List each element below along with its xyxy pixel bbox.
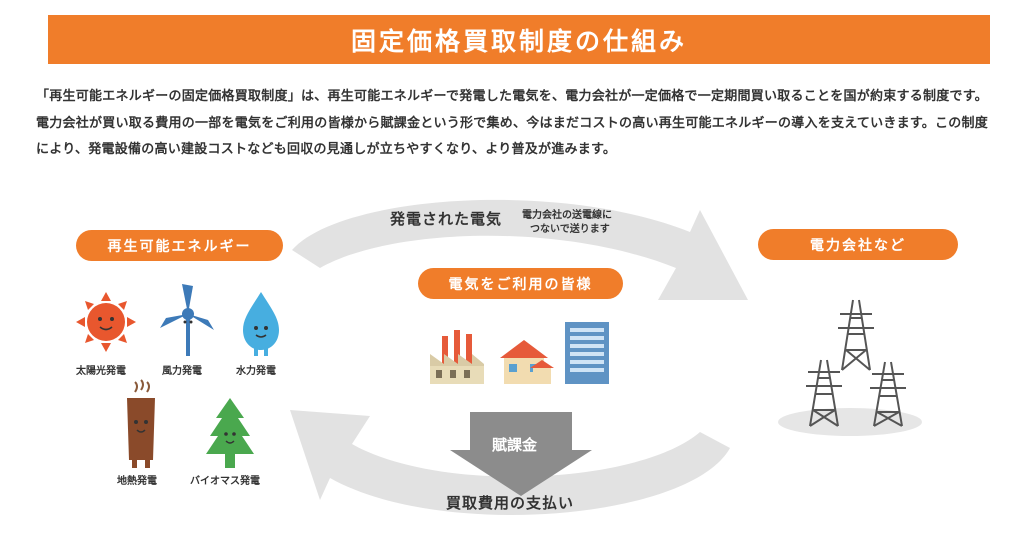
renewable-energy-label: 再生可能エネルギー xyxy=(76,230,283,261)
power-tower-icon xyxy=(778,299,922,436)
bottom-flow-arrow xyxy=(290,410,730,515)
top-flow-arrow xyxy=(292,199,748,300)
tree-icon xyxy=(206,398,254,468)
wind-label: 風力発電 xyxy=(162,366,202,377)
solar-label: 太陽光発電 xyxy=(76,366,126,377)
geothermal-label: 地熱発電 xyxy=(117,476,157,487)
page-title: 固定価格買取制度の仕組み xyxy=(48,15,990,64)
house-icon xyxy=(500,340,554,384)
purchase-payment-label: 買取費用の支払い xyxy=(446,494,575,512)
intro-text: 「再生可能エネルギーの固定価格買取制度」は、再生可能エネルギーで発電した電気を、… xyxy=(36,89,989,157)
transmission-note-line1: 電力会社の送電線に xyxy=(522,210,612,221)
building-icon xyxy=(565,322,609,384)
biomass-label: バイオマス発電 xyxy=(190,476,260,487)
power-company-label: 電力会社など xyxy=(758,229,958,260)
levy-label: 賦課金 xyxy=(492,436,538,454)
geothermal-icon xyxy=(127,379,155,468)
wind-icon xyxy=(160,284,214,356)
transmission-note-line2: つないで送ります xyxy=(530,224,610,235)
factory-icon xyxy=(430,330,484,384)
solar-icon xyxy=(76,292,136,352)
consumers-label: 電気をご利用の皆様 xyxy=(418,268,623,299)
generated-electricity-label: 発電された電気 xyxy=(390,210,503,228)
levy-arrow xyxy=(450,412,592,496)
water-drop-icon xyxy=(243,292,279,356)
hydro-label: 水力発電 xyxy=(236,366,276,377)
